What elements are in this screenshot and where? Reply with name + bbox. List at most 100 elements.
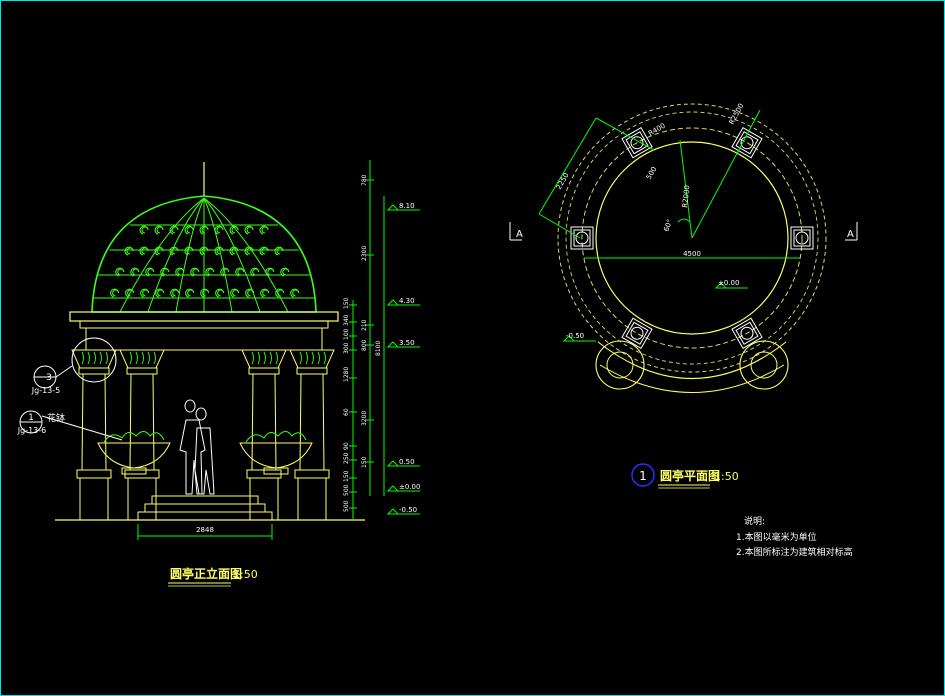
dome-scrollwork	[110, 225, 300, 298]
plan-column	[731, 127, 763, 159]
capital-ornament	[129, 351, 156, 365]
dim-text-mid: 210	[361, 319, 368, 331]
level-marker	[386, 204, 420, 211]
plan-column-shaft	[740, 136, 754, 150]
capital-leaf	[129, 351, 132, 365]
column-shaft-right	[104, 373, 107, 471]
dome-scroll	[139, 225, 149, 235]
capital-leaf	[317, 351, 320, 365]
plan-column	[731, 317, 763, 349]
dome-scroll	[185, 288, 195, 298]
plan-column-mid	[793, 229, 811, 247]
elevation-title: 圆亭正立面图	[170, 566, 242, 581]
callout1-number: 1	[28, 413, 34, 423]
plan-view: A A 4500 2250 R2500 R2000 R400 500 60° ±…	[509, 102, 858, 489]
level-text: 0.50	[399, 458, 415, 466]
capital-leaf	[251, 351, 254, 365]
detail-callout-ring	[71, 337, 117, 383]
plan-column-outer	[731, 317, 763, 349]
step-arc-2	[599, 364, 785, 393]
callout-markers	[19, 365, 123, 441]
column-shaft-right	[274, 373, 277, 471]
dome-scroll	[125, 288, 135, 298]
dome-scroll	[214, 225, 224, 235]
dome-scroll	[155, 288, 165, 298]
dome-scroll	[215, 288, 225, 298]
plan-column-outer	[790, 226, 814, 250]
plan-column	[621, 127, 653, 159]
dome-rib	[119, 197, 205, 313]
column-plinth	[297, 477, 327, 521]
dome-rib	[203, 197, 289, 313]
dome-scroll	[229, 246, 239, 256]
dimension-texts: 1503401003001280609025015050050078023002…	[343, 174, 382, 512]
planter-plan-right	[739, 340, 789, 390]
dome-scroll	[274, 246, 284, 256]
plan-column-outer	[731, 127, 763, 159]
dim-text-left: 340	[343, 314, 350, 326]
dim-text-total: 8100	[375, 341, 382, 356]
level-marker	[386, 485, 420, 492]
dome-scroll	[175, 267, 185, 277]
plan-column-shaft	[740, 326, 754, 340]
dim-text-left: 150	[343, 470, 350, 482]
plan-dim-60: 60°	[662, 218, 674, 232]
callout1-ref: Jg-13-6	[17, 426, 46, 435]
column-base	[76, 469, 112, 479]
plan-column-shaft	[575, 231, 589, 245]
planter-plan-left	[595, 340, 645, 390]
dome-ribs	[92, 197, 316, 313]
plan-title-marker	[631, 463, 655, 487]
dome-scroll	[184, 246, 194, 256]
column-plinth	[249, 477, 279, 521]
elevation-view: 8.104.303.500.50±0.00-0.50 1503401003001…	[17, 160, 420, 587]
dome-scroll	[169, 225, 179, 235]
dome-scroll	[199, 246, 209, 256]
plan-dim-r2000: R2000	[681, 185, 691, 208]
dim-text-mid: 3200	[361, 411, 368, 426]
dim-text-left: 300	[343, 342, 350, 354]
level-text: ±0.00	[399, 483, 420, 491]
plan-column-mid	[625, 131, 649, 155]
dome-scroll	[259, 246, 269, 256]
capital-leaf	[105, 351, 108, 365]
capital-leaf	[147, 351, 150, 365]
plan-column	[621, 317, 653, 349]
dome-scroll	[235, 267, 245, 277]
capital-leaf	[135, 351, 138, 365]
dome-scroll	[244, 246, 254, 256]
dim-text-left: 500	[343, 484, 350, 496]
step-arc	[597, 341, 787, 379]
dome-scroll	[200, 288, 210, 298]
column-base	[294, 469, 330, 479]
dome-scroll	[214, 246, 224, 256]
plan-column-shaft	[630, 326, 644, 340]
plan-column-shaft	[630, 136, 644, 150]
level-markers: 8.104.303.500.50±0.00-0.50	[386, 202, 420, 515]
dim-text-left: 250	[343, 452, 350, 464]
capital-leaf	[93, 351, 96, 365]
level-marker	[386, 299, 420, 306]
callout3-ref: Jg-13-5	[31, 386, 60, 395]
plan-column-mid	[625, 321, 649, 345]
floor-circle	[595, 141, 789, 335]
callout3-number: 3	[46, 373, 52, 383]
plan-column	[570, 226, 594, 250]
steps	[137, 495, 273, 521]
planter-left-base	[121, 467, 147, 475]
level-marker	[386, 508, 420, 515]
capital-leaf	[141, 351, 144, 365]
dome-scroll	[290, 288, 300, 298]
notes-block: 说明: 1.本图以毫米为单位 2.本图所标注为建筑相对标高	[736, 515, 853, 558]
plan-scale: 1:50	[714, 470, 739, 483]
level-text: 4.30	[399, 297, 415, 305]
capital-leaf	[299, 351, 302, 365]
plan-level-center: ±0.00	[718, 279, 739, 287]
dim-text-left: 90	[343, 442, 350, 450]
column-necking	[126, 367, 158, 375]
column-necking	[78, 367, 110, 375]
dome-scroll	[190, 267, 200, 277]
capital-leaf	[153, 351, 156, 365]
dome-scroll	[199, 225, 209, 235]
width-dimension	[137, 524, 273, 540]
